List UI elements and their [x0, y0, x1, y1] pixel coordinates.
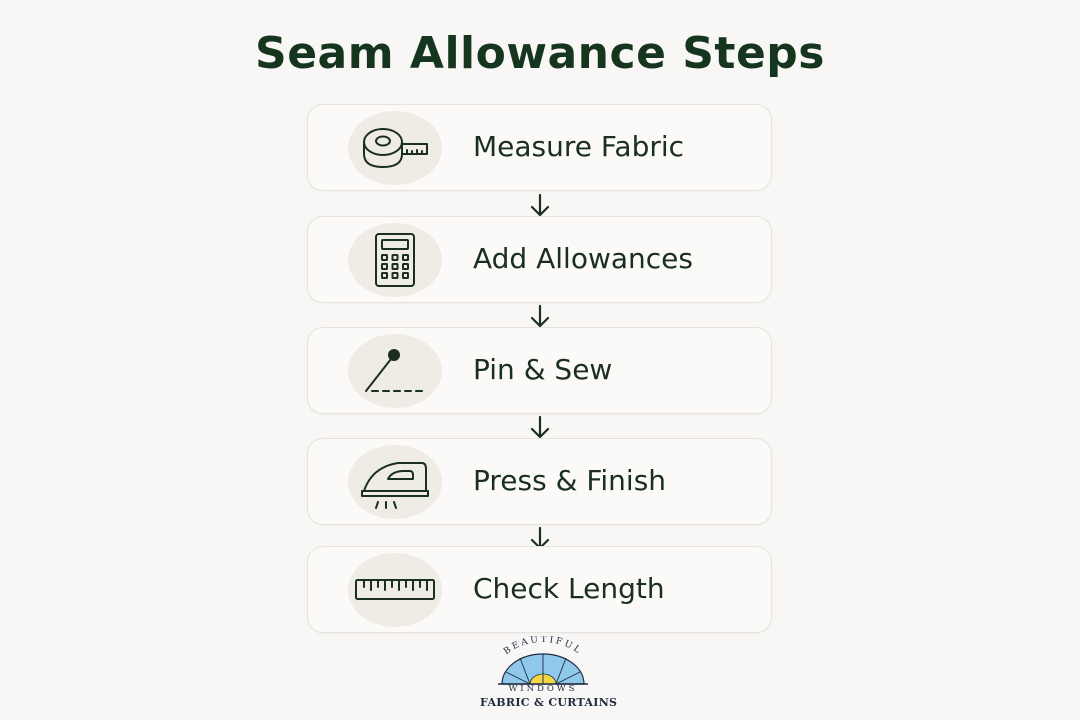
step-card-press-and-finish: Press & Finish [307, 438, 772, 525]
step-label: Measure Fabric [473, 130, 685, 163]
step-label: Press & Finish [473, 464, 667, 497]
ruler-icon [348, 553, 442, 627]
step-label: Pin & Sew [473, 353, 613, 386]
measuring-tape-icon [348, 111, 442, 185]
diagram-title: Seam Allowance Steps [255, 28, 825, 79]
calculator-icon [348, 223, 442, 297]
step-label: Check Length [473, 572, 665, 605]
iron-icon [348, 445, 442, 519]
sewing-pin-icon [348, 334, 442, 408]
down-arrow-icon [530, 193, 550, 217]
logo-brand-text: FABRIC & CURTAINS [480, 696, 618, 709]
down-arrow-icon [530, 415, 550, 439]
down-arrow-icon [530, 304, 550, 328]
step-card-measure-fabric: Measure Fabric [307, 104, 772, 191]
step-card-check-length: Check Length [307, 546, 772, 633]
step-card-pin-and-sew: Pin & Sew [307, 327, 772, 414]
step-label: Add Allowances [473, 242, 693, 275]
brand-logo: BEAUTIFUL WINDOWS FABRIC & CURTAINS [480, 635, 618, 714]
step-card-add-allowances: Add Allowances [307, 216, 772, 303]
logo-windows-text: WINDOWS [508, 684, 578, 694]
logo-window-arch: BEAUTIFUL [498, 635, 588, 685]
